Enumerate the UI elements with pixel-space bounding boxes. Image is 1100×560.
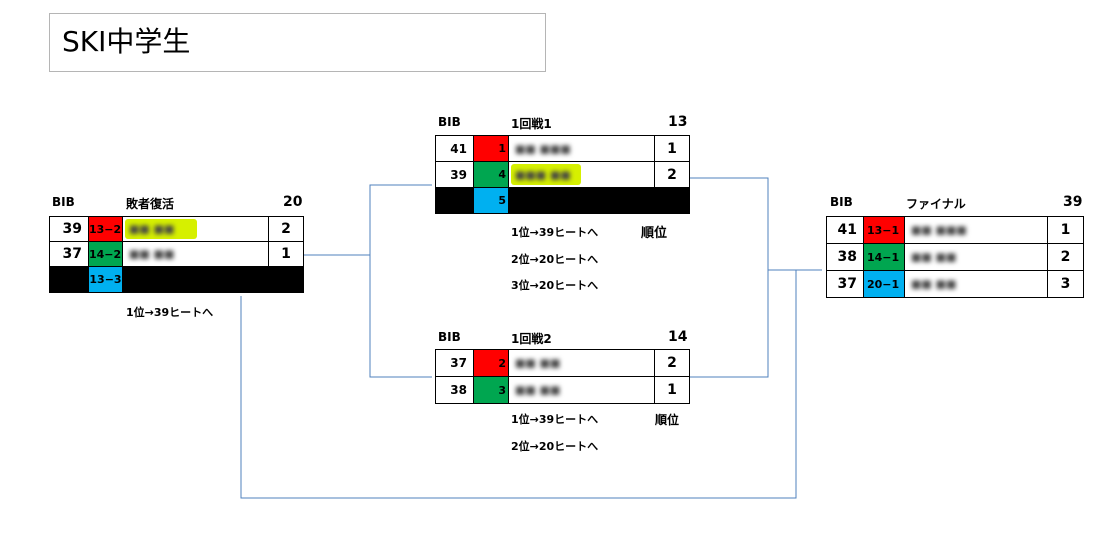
table-row: 37 20−1 ■■ ■■ 3 xyxy=(826,270,1084,298)
bib-cell: 37 xyxy=(435,349,474,377)
athlete-name-cell-empty xyxy=(508,187,655,214)
bib-header: BIB xyxy=(830,195,853,209)
table-row: 41 1 ■■ ■■■ 1 xyxy=(435,135,690,162)
table-row: 41 13−1 ■■ ■■■ 1 xyxy=(826,216,1084,244)
bib-cell-empty xyxy=(435,187,474,214)
athlete-name-redacted: ■■ ■■■ xyxy=(911,223,967,237)
bib-cell: 39 xyxy=(435,161,474,188)
rank-label: 順位 xyxy=(655,413,680,427)
bib-cell: 38 xyxy=(435,376,474,404)
athlete-name-redacted: ■■ ■■ xyxy=(911,277,957,291)
heat-table: 41 13−1 ■■ ■■■ 1 38 14−1 ■■ ■■ 2 37 20−1… xyxy=(826,216,1084,298)
rank-label: 順位 xyxy=(641,226,668,241)
lane-cell: 3 xyxy=(473,376,509,404)
lane-cell: 4 xyxy=(473,161,509,188)
athlete-name-cell-empty xyxy=(122,266,269,293)
place-cell: 3 xyxy=(1047,270,1084,298)
page-title-box: SKI中学生 xyxy=(49,13,546,72)
bib-cell: 37 xyxy=(49,241,89,267)
heat-name: 1回戦1 xyxy=(511,117,552,131)
bib-cell: 39 xyxy=(49,216,89,242)
place-cell: 1 xyxy=(1047,216,1084,244)
heat-table: 41 1 ■■ ■■■ 1 39 4 ■■■ ■■ 2 5 xyxy=(435,135,690,214)
place-cell: 2 xyxy=(654,161,690,188)
athlete-name-cell: ■■ ■■ xyxy=(122,216,269,242)
table-row: 39 4 ■■■ ■■ 2 xyxy=(435,161,690,188)
table-row: 38 14−1 ■■ ■■ 2 xyxy=(826,243,1084,271)
connector-repechage-to-final xyxy=(240,270,797,499)
athlete-name-cell: ■■ ■■ xyxy=(904,270,1048,298)
heat-name: 敗者復活 xyxy=(126,197,175,211)
advance-note: 1位→39ヒートへ xyxy=(511,413,599,426)
heat-number: 14 xyxy=(668,329,688,345)
lane-cell: 14−1 xyxy=(863,243,905,271)
heat-number: 20 xyxy=(283,194,303,210)
athlete-name-redacted: ■■ ■■ xyxy=(129,222,175,236)
athlete-name-cell: ■■ ■■ xyxy=(122,241,269,267)
place-cell: 1 xyxy=(268,241,304,267)
lane-cell: 5 xyxy=(473,187,509,214)
athlete-name-cell: ■■ ■■■ xyxy=(904,216,1048,244)
bib-cell: 38 xyxy=(826,243,864,271)
heat-table: 37 2 ■■ ■■ 2 38 3 ■■ ■■ 1 xyxy=(435,349,690,404)
athlete-name-cell: ■■ ■■ xyxy=(508,376,655,404)
bib-cell: 41 xyxy=(826,216,864,244)
advance-note: 3位→20ヒートへ xyxy=(511,279,599,292)
bib-cell: 37 xyxy=(826,270,864,298)
table-row: 37 2 ■■ ■■ 2 xyxy=(435,349,690,377)
lane-cell: 20−1 xyxy=(863,270,905,298)
athlete-name-redacted: ■■ ■■ xyxy=(515,383,561,397)
bib-cell: 41 xyxy=(435,135,474,162)
place-cell: 2 xyxy=(268,216,304,242)
table-row: 37 14−2 ■■ ■■ 1 xyxy=(49,241,304,267)
connector-repechage-to-round1-1 xyxy=(304,184,432,256)
advance-note: 1位→39ヒートへ xyxy=(126,306,214,319)
lane-cell: 13−1 xyxy=(863,216,905,244)
advance-note: 2位→20ヒートへ xyxy=(511,440,599,453)
athlete-name-redacted: ■■■ ■■ xyxy=(515,168,571,181)
lane-cell: 1 xyxy=(473,135,509,162)
table-row: 39 13−2 ■■ ■■ 2 xyxy=(49,216,304,242)
advance-note: 1位→39ヒートへ xyxy=(511,226,599,239)
athlete-name-cell: ■■ ■■■ xyxy=(508,135,655,162)
place-cell-empty xyxy=(654,187,690,214)
heat-name: 1回戦2 xyxy=(511,332,552,346)
bib-cell-empty xyxy=(49,266,89,293)
place-cell: 1 xyxy=(654,135,690,162)
lane-cell: 13−3 xyxy=(88,266,123,293)
page-title: SKI中学生 xyxy=(62,25,191,58)
connector-repechage-to-round1-2 xyxy=(369,255,432,378)
highlight-marker xyxy=(125,219,197,239)
athlete-name-redacted: ■■ ■■ xyxy=(911,250,957,264)
table-row: 38 3 ■■ ■■ 1 xyxy=(435,376,690,404)
advance-note: 2位→20ヒートへ xyxy=(511,253,599,266)
heat-number: 13 xyxy=(668,114,688,130)
table-row-empty: 13−3 xyxy=(49,266,304,293)
lane-cell: 13−2 xyxy=(88,216,123,242)
place-cell: 2 xyxy=(654,349,690,377)
lane-cell: 2 xyxy=(473,349,509,377)
heat-name: ファイナル xyxy=(906,197,966,211)
athlete-name-redacted: ■■ ■■■ xyxy=(515,142,571,155)
connector-round1-1-to-final xyxy=(690,177,769,378)
athlete-name-redacted: ■■ ■■ xyxy=(129,247,175,261)
place-cell-empty xyxy=(268,266,304,293)
place-cell: 2 xyxy=(1047,243,1084,271)
heat-number: 39 xyxy=(1063,194,1083,210)
highlight-marker xyxy=(511,164,581,185)
place-cell: 1 xyxy=(654,376,690,404)
bib-header: BIB xyxy=(52,195,75,209)
heat-table: 39 13−2 ■■ ■■ 2 37 14−2 ■■ ■■ 1 13−3 xyxy=(49,216,304,293)
athlete-name-cell: ■■ ■■ xyxy=(508,349,655,377)
athlete-name-cell: ■■■ ■■ xyxy=(508,161,655,188)
athlete-name-redacted: ■■ ■■ xyxy=(515,356,561,370)
athlete-name-cell: ■■ ■■ xyxy=(904,243,1048,271)
bib-header: BIB xyxy=(438,115,461,129)
table-row-empty: 5 xyxy=(435,187,690,214)
bib-header: BIB xyxy=(438,330,461,344)
lane-cell: 14−2 xyxy=(88,241,123,267)
